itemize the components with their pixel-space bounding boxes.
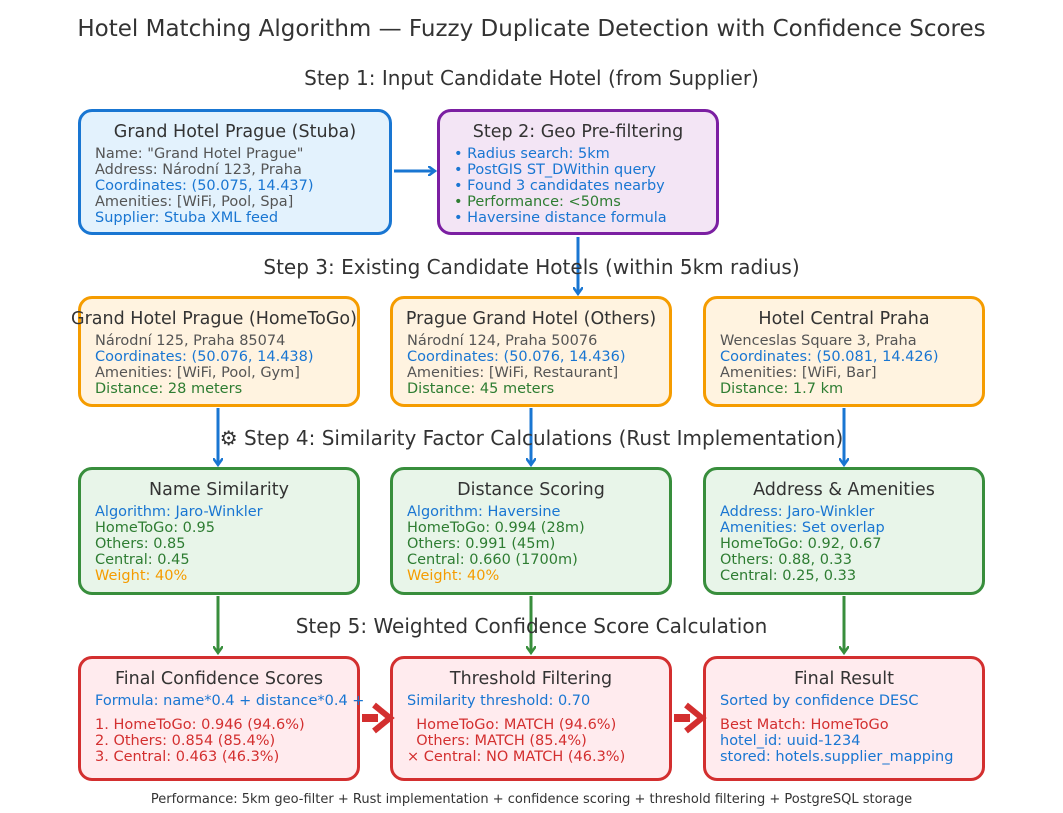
candidate-title: Grand Hotel Prague (HomeToGo) <box>71 309 357 329</box>
step5-label: Step 5: Weighted Confidence Score Calcul… <box>295 614 768 638</box>
factor-line: HomeToGo: 0.994 (28m) <box>407 520 585 536</box>
factor-weight: Weight: 40% <box>407 568 500 584</box>
candidate-box-others: Prague Grand Hotel (Others) Národní 124,… <box>390 296 672 407</box>
input-hotel-amenities: Amenities: [WiFi, Pool, Spa] <box>95 194 294 210</box>
factor-line: Others: 0.85 <box>95 536 186 552</box>
factor-line: Central: 0.660 (1700m) <box>407 552 578 568</box>
geo-filter-item: • Haversine distance formula <box>454 210 667 226</box>
address-amenities-box: Address & Amenities Address: Jaro-Winkle… <box>703 467 985 595</box>
factor-line: Address: Jaro-Winkler <box>720 504 875 520</box>
input-hotel-name: Name: "Grand Hotel Prague" <box>95 146 304 162</box>
result-line: Sorted by confidence DESC <box>720 693 919 709</box>
candidate-distance: Distance: 28 meters <box>95 381 243 397</box>
factor-title: Distance Scoring <box>457 480 605 500</box>
candidate-amenities: Amenities: [WiFi, Pool, Gym] <box>95 365 300 381</box>
scores-title: Final Confidence Scores <box>115 669 323 689</box>
candidate-box-hometogo: Grand Hotel Prague (HomeToGo) Národní 12… <box>71 296 360 407</box>
step3-label: Step 3: Existing Candidate Hotels (withi… <box>263 255 800 279</box>
input-hotel-coordinates: Coordinates: (50.075, 14.437) <box>95 178 314 194</box>
candidate-coordinates: Coordinates: (50.081, 14.426) <box>720 349 939 365</box>
input-hotel-address: Address: Národní 123, Praha <box>95 162 302 178</box>
factor-line: HomeToGo: 0.92, 0.67 <box>720 536 882 552</box>
input-hotel-box: Grand Hotel Prague (Stuba) Name: "Grand … <box>78 109 392 235</box>
threshold-item: × Central: NO MATCH (46.3%) <box>407 749 626 765</box>
factor-title: Address & Amenities <box>753 480 935 500</box>
diagram-title: Hotel Matching Algorithm — Fuzzy Duplica… <box>77 16 986 42</box>
step1-label: Step 1: Input Candidate Hotel (from Supp… <box>304 66 759 90</box>
geo-filter-item: • Radius search: 5km <box>454 146 610 162</box>
score-item: 1. HomeToGo: 0.946 (94.6%) <box>95 717 305 733</box>
factor-line: Algorithm: Jaro-Winkler <box>95 504 263 520</box>
factor-line: Others: 0.991 (45m) <box>407 536 556 552</box>
factor-line: Central: 0.45 <box>95 552 190 568</box>
candidate-amenities: Amenities: [WiFi, Bar] <box>720 365 877 381</box>
candidate-title: Prague Grand Hotel (Others) <box>405 309 657 329</box>
threshold-item: HomeToGo: MATCH (94.6%) <box>407 717 617 733</box>
candidate-amenities: Amenities: [WiFi, Restaurant] <box>407 365 619 381</box>
factor-title: Name Similarity <box>149 480 289 500</box>
candidate-distance: Distance: 1.7 km <box>720 381 844 397</box>
candidate-coordinates: Coordinates: (50.076, 14.438) <box>95 349 314 365</box>
factor-line: Amenities: Set overlap <box>720 520 885 536</box>
name-similarity-box: Name Similarity Algorithm: Jaro-Winkler … <box>78 467 360 595</box>
threshold-filtering-box: Threshold Filtering Similarity threshold… <box>390 656 672 781</box>
geo-filter-box: Step 2: Geo Pre-filtering • Radius searc… <box>437 109 719 235</box>
arrow-scores-to-threshold-head <box>372 702 395 734</box>
threshold-title: Threshold Filtering <box>449 669 613 689</box>
step4-label: ⚙ Step 4: Similarity Factor Calculations… <box>219 426 844 450</box>
input-hotel-supplier: Supplier: Stuba XML feed <box>95 210 279 226</box>
factor-line: Central: 0.25, 0.33 <box>720 568 857 584</box>
threshold-item: Others: MATCH (85.4%) <box>407 733 587 749</box>
geo-filter-item: • Performance: <50ms <box>454 194 621 210</box>
factor-weight: Weight: 40% <box>95 568 188 584</box>
candidate-coordinates: Coordinates: (50.076, 14.436) <box>407 349 626 365</box>
input-hotel-title: Grand Hotel Prague (Stuba) <box>113 122 357 142</box>
geo-filter-title: Step 2: Geo Pre-filtering <box>472 122 684 142</box>
result-line: stored: hotels.supplier_mapping <box>720 749 954 765</box>
arrow-threshold-to-result-head <box>684 702 707 734</box>
result-title: Final Result <box>794 669 894 689</box>
geo-filter-item: • PostGIS ST_DWithin query <box>454 162 656 178</box>
factor-line: Algorithm: Haversine <box>407 504 561 520</box>
candidate-box-central: Hotel Central Praha Wenceslas Square 3, … <box>703 296 985 407</box>
candidate-address: Národní 124, Praha 50076 <box>407 333 598 349</box>
factor-line: Others: 0.88, 0.33 <box>720 552 853 568</box>
final-result-box: Final Result Sorted by confidence DESC B… <box>703 656 985 781</box>
candidate-title: Hotel Central Praha <box>758 309 930 329</box>
factor-line: HomeToGo: 0.95 <box>95 520 215 536</box>
footer-note: Performance: 5km geo-filter + Rust imple… <box>150 792 913 807</box>
candidate-address: Národní 125, Praha 85074 <box>95 333 286 349</box>
geo-filter-item: • Found 3 candidates nearby <box>454 178 665 194</box>
candidate-distance: Distance: 45 meters <box>407 381 555 397</box>
score-item: 3. Central: 0.463 (46.3%) <box>95 749 280 765</box>
distance-scoring-box: Distance Scoring Algorithm: Haversine Ho… <box>390 467 672 595</box>
result-best-match: Best Match: HomeToGo <box>720 717 889 733</box>
result-line: hotel_id: uuid-1234 <box>720 733 861 749</box>
confidence-scores-box: Final Confidence Scores Formula: name*0.… <box>78 656 365 781</box>
scores-formula: Formula: name*0.4 + distance*0.4 + <box>95 693 365 709</box>
threshold-value: Similarity threshold: 0.70 <box>407 693 591 709</box>
candidate-address: Wenceslas Square 3, Praha <box>720 333 917 349</box>
score-item: 2. Others: 0.854 (85.4%) <box>95 733 276 749</box>
